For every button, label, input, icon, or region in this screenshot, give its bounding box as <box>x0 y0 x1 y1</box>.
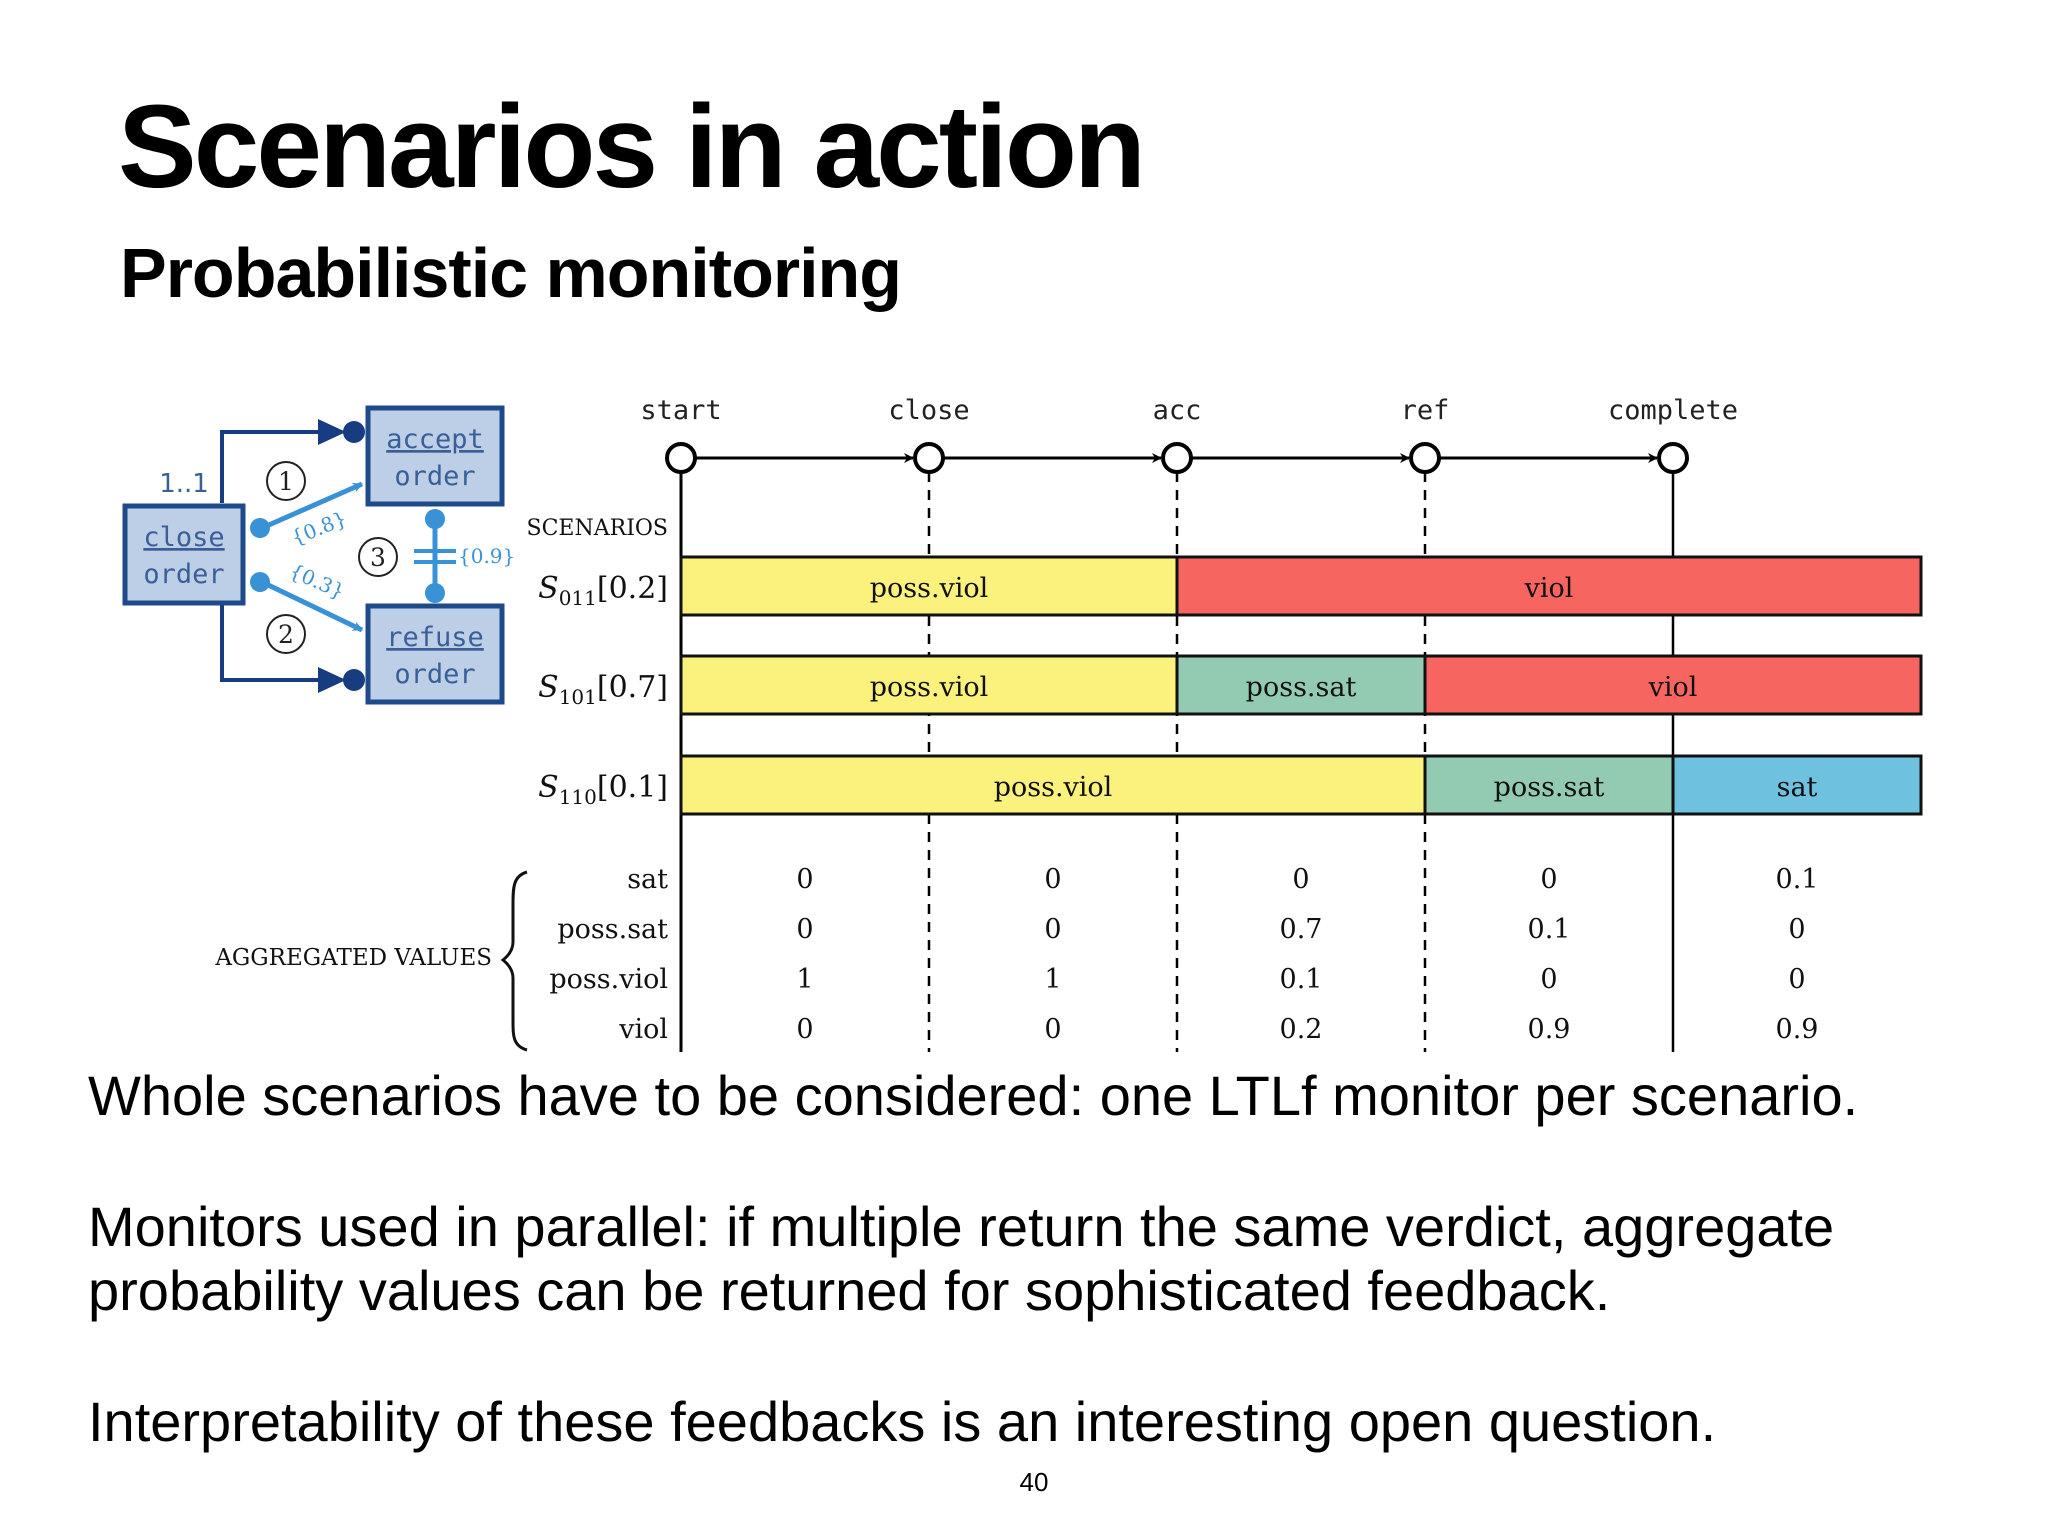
dot-refuse-order <box>343 669 365 691</box>
aggregate-row-label-viol: viol <box>618 1014 668 1045</box>
arrowhead-bottom <box>318 667 346 693</box>
aggregate-value: 0 <box>1292 864 1309 895</box>
scenario-segment-label: poss.viol <box>994 772 1113 803</box>
scenario-segment-label: poss.sat <box>1494 772 1605 803</box>
scenario-label-110: S110[0.1] <box>538 770 668 809</box>
aggregate-value: 0 <box>1788 914 1805 945</box>
event-label-close: close <box>888 395 969 426</box>
scenario-rows: SCENARIOS poss.viol viol S011[0.2] poss.viol… <box>527 516 1923 816</box>
scenario-segment-viol <box>1423 654 1923 716</box>
scenario-label-011: S011[0.2] <box>538 571 668 610</box>
aggregate-value: 0.1 <box>1528 914 1571 945</box>
aggregate-row-label-sat: sat <box>627 864 668 895</box>
constraint-number-2-circle <box>266 614 306 654</box>
response-connector-top <box>220 430 318 503</box>
activity-accept-order <box>365 405 505 507</box>
response-connector-bottom <box>220 605 318 682</box>
aggregate-row-label-poss.viol: poss.viol <box>549 964 668 995</box>
aggregated-brace <box>500 870 528 1052</box>
event-node-close <box>913 442 945 474</box>
aggregate-value: 0 <box>796 864 813 895</box>
aggregate-value: 0 <box>1044 1014 1061 1045</box>
constraint-2-line <box>260 579 364 633</box>
aggregate-value: 0.2 <box>1280 1014 1323 1045</box>
event-label-start: start <box>640 395 721 426</box>
scenario-segment-sat <box>1671 754 1923 816</box>
aggregate-value: 0 <box>1540 964 1557 995</box>
constraint-1-dot <box>250 518 270 538</box>
constraint-number-1: 1 <box>278 467 294 496</box>
scenario-segment-label: poss.viol <box>870 672 989 703</box>
multiplicity-label: 1..1 <box>159 469 209 499</box>
constraint-number-3-circle <box>358 537 398 577</box>
activity-close-order-line1: close <box>143 522 224 553</box>
event-node-start <box>665 442 697 474</box>
declare-model: accept order close order refuse order 1.… <box>122 405 515 705</box>
aggregate-row-label-poss.sat: poss.sat <box>557 914 668 945</box>
aggregated-values: sat 0 0 0 0 0.1 poss.sat 0 0 0.7 0.1 0 poss.viol 1 1 0.… <box>214 864 1819 1052</box>
slide-title: Scenarios in action <box>118 81 1146 213</box>
scenario-segment-poss_sat <box>1423 754 1675 816</box>
monitoring-figure: accept order close order refuse order 1.… <box>122 395 1923 1052</box>
activity-close-order <box>122 503 246 606</box>
activity-refuse-order-line2: order <box>394 659 475 690</box>
event-label-acc: acc <box>1153 395 1202 426</box>
constraint-number-2: 2 <box>278 620 294 649</box>
aggregate-value: 0 <box>1044 914 1061 945</box>
aggregate-value: 0 <box>1044 864 1061 895</box>
constraint-number-1-circle <box>266 461 306 501</box>
paragraph-interpretability: Interpretability of these feedbacks is a… <box>88 1390 1717 1453</box>
constraint-3-dot-bottom <box>425 583 445 603</box>
scenario-segment-viol <box>1175 555 1923 617</box>
paragraph-scenarios: Whole scenarios have to be considered: o… <box>88 1064 1859 1127</box>
scenario-segment-poss_viol <box>679 754 1427 816</box>
aggregate-value: 0 <box>1540 864 1557 895</box>
event-label-ref: ref <box>1401 395 1450 426</box>
activity-accept-order-line2: order <box>394 461 475 492</box>
constraint-3-dot-top <box>425 509 445 529</box>
slide-subtitle: Probabilistic monitoring <box>120 234 902 312</box>
aggregate-value: 0.9 <box>1528 1014 1571 1045</box>
activity-accept-order-line1: accept <box>386 424 484 455</box>
aggregate-value: 1 <box>796 964 813 995</box>
dot-accept-order <box>343 421 365 443</box>
scenario-segment-label: poss.sat <box>1246 672 1357 703</box>
aggregate-value: 0 <box>796 914 813 945</box>
paragraph-monitors: Monitors used in parallel: if multiple r… <box>88 1195 1835 1322</box>
constraint-2-dot <box>250 572 270 592</box>
constraint-1-line <box>260 481 364 531</box>
event-node-acc <box>1161 442 1193 474</box>
aggregate-value: 1 <box>1044 964 1061 995</box>
aggregate-value: 0 <box>796 1014 813 1045</box>
probability-3: {0.9} <box>458 544 515 568</box>
aggregate-value: 0.1 <box>1776 864 1819 895</box>
scenario-segment-label: viol <box>1648 672 1698 703</box>
scenario-label-101: S101[0.7] <box>538 670 668 709</box>
aggregate-value: 0.7 <box>1280 914 1323 945</box>
activity-refuse-order-line1: refuse <box>386 622 484 653</box>
activity-close-order-line2: order <box>143 559 224 590</box>
aggregate-value: 0.9 <box>1776 1014 1819 1045</box>
arrowhead-top <box>318 419 346 445</box>
scenarios-heading: SCENARIOS <box>527 516 668 541</box>
event-label-complete: complete <box>1608 395 1738 426</box>
aggregated-heading: AGGREGATED VALUES <box>214 945 492 971</box>
scenario-segment-label: viol <box>1524 573 1574 604</box>
scenario-segment-label: sat <box>1777 772 1818 803</box>
aggregate-value: 0 <box>1788 964 1805 995</box>
constraint-number-3: 3 <box>370 543 386 572</box>
page-number: 40 <box>1019 1467 1049 1497</box>
activity-refuse-order <box>365 603 505 705</box>
event-node-complete <box>1657 442 1689 474</box>
scenario-segment-poss_viol <box>679 555 1179 617</box>
scenario-segment-label: poss.viol <box>870 573 989 604</box>
trace-timeline: start close acc ref complete <box>640 395 1738 474</box>
event-node-ref <box>1409 442 1441 474</box>
aggregate-value: 0.1 <box>1280 964 1323 995</box>
